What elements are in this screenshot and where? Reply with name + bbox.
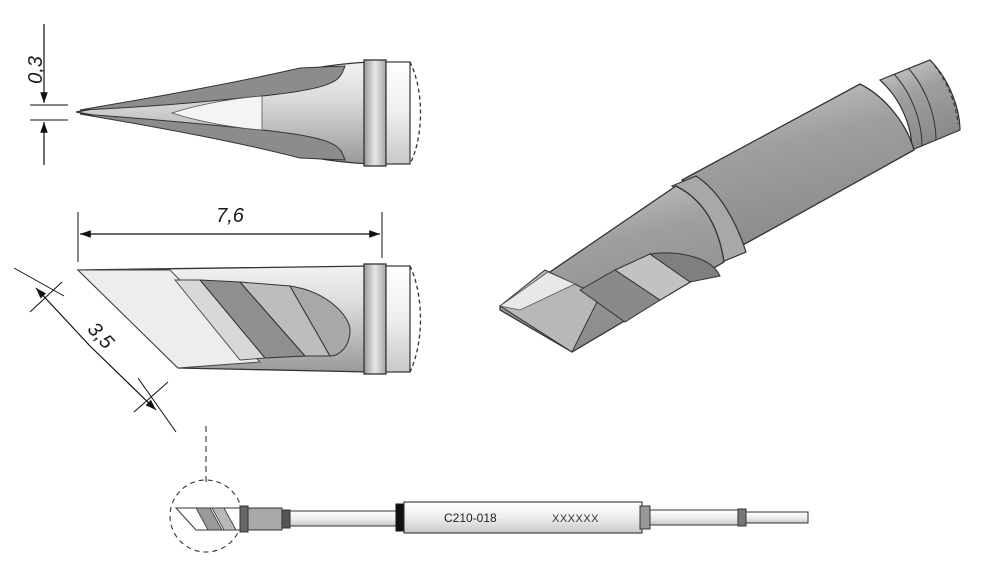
full-tip-collar	[239, 505, 249, 533]
side-view	[76, 263, 422, 375]
full-tip-shaft	[289, 510, 401, 527]
full-tip-handle	[403, 501, 643, 534]
full-tip-pin	[745, 511, 809, 524]
length-dimension: 7,6	[77, 205, 383, 262]
top-view-collar	[363, 59, 387, 167]
top-view-break-line	[409, 61, 422, 165]
iso-scoop	[648, 252, 721, 283]
part-code-label: C210-018	[444, 511, 497, 525]
side-view-break-line	[409, 265, 422, 373]
iso-blade-tip-highlight	[499, 271, 576, 311]
iso-view	[499, 59, 961, 353]
top-view-inner-bevel	[170, 95, 263, 131]
top-view-upper-facet	[79, 65, 346, 111]
full-tip: C210-018 XXXXXX	[169, 426, 809, 553]
side-view-collar	[363, 263, 387, 375]
top-view	[75, 59, 422, 167]
thickness-label: 0,3	[25, 56, 47, 84]
top-view-lower-facet	[79, 113, 346, 161]
lot-code-label: XXXXXX	[552, 513, 599, 525]
width-label: 3,5	[83, 318, 119, 354]
top-view-band	[385, 61, 411, 165]
side-view-band	[385, 265, 411, 373]
side-view-blade-face	[76, 269, 261, 369]
side-view-scoop	[289, 285, 351, 357]
thickness-dimension: 0,3	[25, 24, 68, 165]
length-label: 7,6	[216, 205, 245, 227]
